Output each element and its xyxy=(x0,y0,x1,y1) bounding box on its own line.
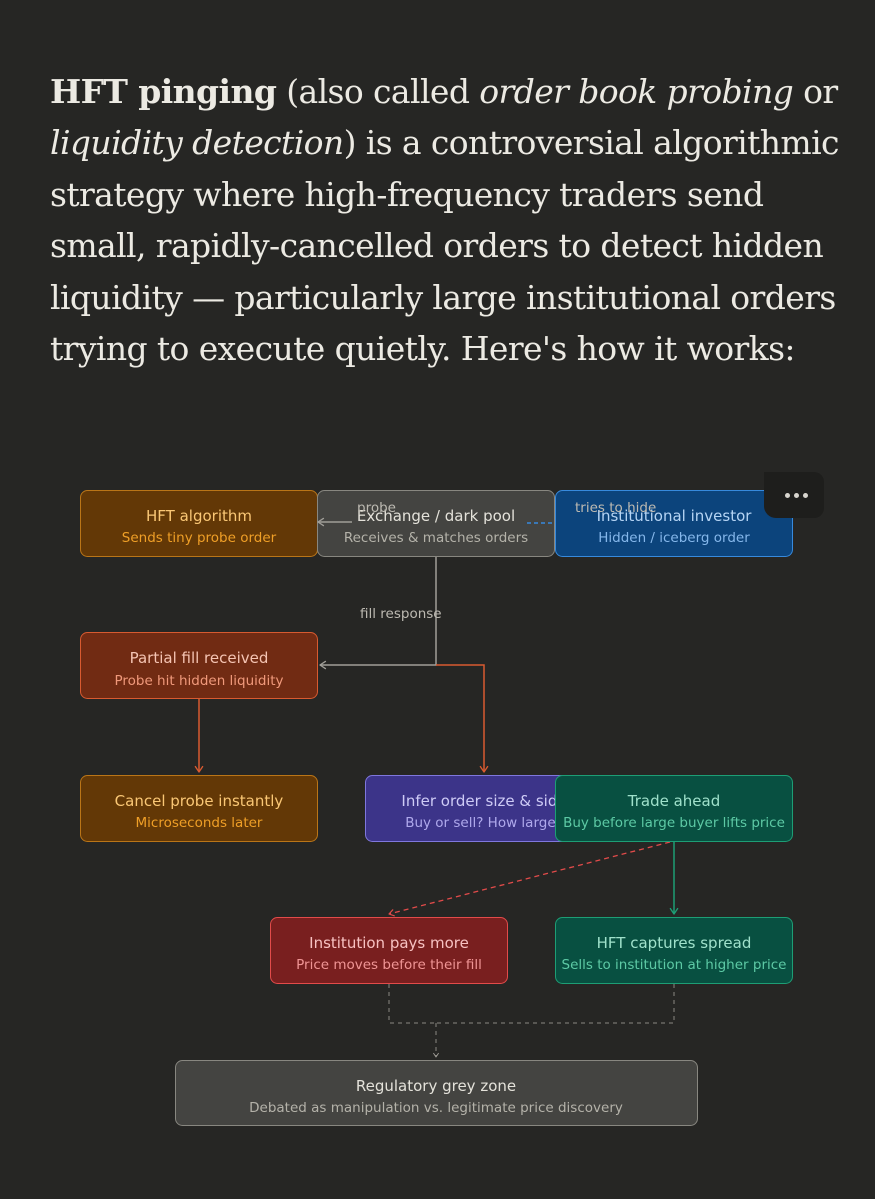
node-infer-order-size[interactable]: Infer order size & side Buy or sell? How… xyxy=(365,775,603,842)
node-exchange-subtitle: Receives & matches orders xyxy=(344,530,528,546)
node-cancel-probe-title: Cancel probe instantly xyxy=(115,792,284,810)
term-hft-pinging: HFT pinging xyxy=(50,72,277,111)
edge-label-fill-response: fill response xyxy=(360,606,442,622)
node-exchange-title: Exchange / dark pool xyxy=(357,507,515,525)
node-institutional-investor[interactable]: Institutional investor Hidden / iceberg … xyxy=(555,490,793,557)
node-grey-zone-title: Regulatory grey zone xyxy=(356,1077,516,1095)
node-institutional-investor-title: Institutional investor xyxy=(597,507,753,525)
node-hft-captures-spread[interactable]: HFT captures spread Sells to institution… xyxy=(555,917,793,984)
node-hft-algorithm-subtitle: Sends tiny probe order xyxy=(122,530,277,546)
more-options-button[interactable] xyxy=(764,472,824,518)
node-trade-ahead-title: Trade ahead xyxy=(627,792,720,810)
node-partial-fill-received[interactable]: Partial fill received Probe hit hidden l… xyxy=(80,632,318,699)
intro-paragraph: HFT pinging (also called order book prob… xyxy=(50,66,840,374)
edge-captures-to-grey xyxy=(436,984,675,1024)
node-exchange-dark-pool[interactable]: Exchange / dark pool Receives & matches … xyxy=(317,490,555,557)
edge-label-tries-to-hide: tries to hide xyxy=(575,500,656,516)
node-partial-fill-title: Partial fill received xyxy=(130,649,269,667)
node-pays-more-title: Institution pays more xyxy=(309,934,469,952)
node-hft-algorithm-title: HFT algorithm xyxy=(146,507,252,525)
intro-text-2: or xyxy=(793,72,838,111)
node-hft-algorithm[interactable]: HFT algorithm Sends tiny probe order xyxy=(80,490,318,557)
intro-text-1: (also called xyxy=(276,72,480,111)
node-institution-pays-more[interactable]: Institution pays more Price moves before… xyxy=(270,917,508,984)
node-cancel-probe[interactable]: Cancel probe instantly Microseconds late… xyxy=(80,775,318,842)
node-pays-more-subtitle: Price moves before their fill xyxy=(296,957,482,973)
node-grey-zone-subtitle: Debated as manipulation vs. legitimate p… xyxy=(249,1100,623,1116)
node-captures-spread-subtitle: Sells to institution at higher price xyxy=(562,957,787,973)
node-partial-fill-subtitle: Probe hit hidden liquidity xyxy=(114,673,283,689)
edge-pays-to-grey xyxy=(388,984,436,1024)
alias-order-book-probing: order book probing xyxy=(479,72,794,111)
node-institutional-investor-subtitle: Hidden / iceberg order xyxy=(598,530,750,546)
edge-label-probe: probe xyxy=(357,500,396,516)
edge-exchange-to-infer xyxy=(436,664,489,773)
edge-ahead-to-pays xyxy=(388,841,671,917)
alias-liquidity-detection: liquidity detection xyxy=(50,123,344,163)
node-infer-title: Infer order size & side xyxy=(401,792,566,810)
node-infer-subtitle: Buy or sell? How large? xyxy=(405,815,563,831)
node-regulatory-grey-zone[interactable]: Regulatory grey zone Debated as manipula… xyxy=(175,1060,698,1126)
node-captures-spread-title: HFT captures spread xyxy=(597,934,752,952)
intro-text-3: ) is a controversial algorithmic strateg… xyxy=(50,123,840,369)
more-horizontal-icon xyxy=(784,492,808,498)
node-trade-ahead[interactable]: Trade ahead Buy before large buyer lifts… xyxy=(555,775,793,842)
node-trade-ahead-subtitle: Buy before large buyer lifts price xyxy=(563,815,785,831)
node-cancel-probe-subtitle: Microseconds later xyxy=(136,815,263,831)
